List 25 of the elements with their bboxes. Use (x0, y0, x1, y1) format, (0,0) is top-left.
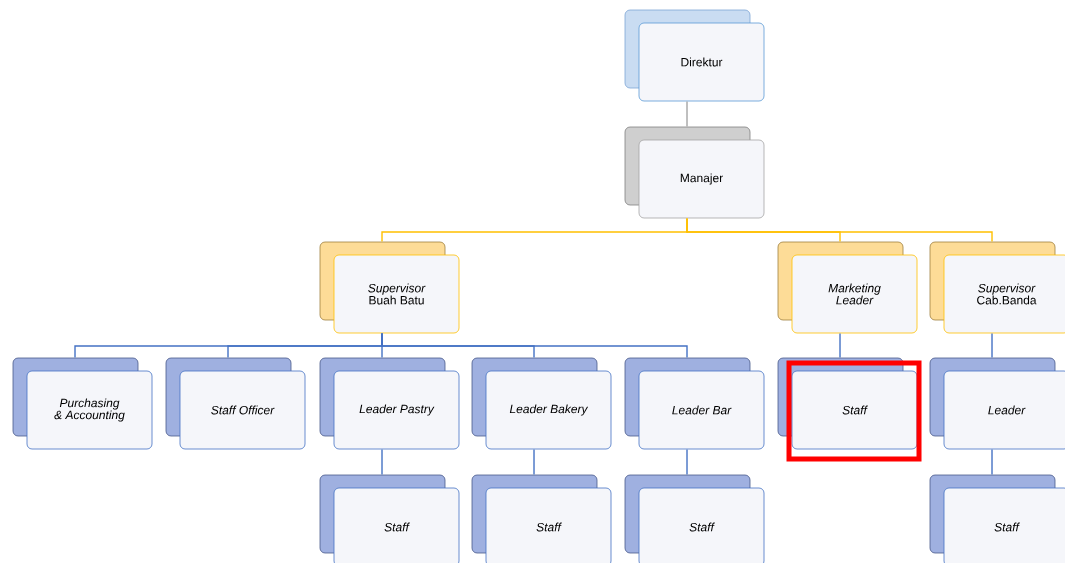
org-chart-box: Leader Bar (624, 357, 765, 450)
org-chart-box: Marketing Leader (777, 241, 918, 334)
connector-line (991, 332, 993, 359)
connector-line (686, 448, 688, 476)
connector-line (839, 332, 841, 359)
org-chart-box: Staff (624, 474, 765, 563)
org-chart-box: Supervisor Buah Batu (319, 241, 460, 334)
org-chart-box: Manajer (624, 126, 765, 219)
connector-line (686, 217, 993, 243)
org-chart-box: Staff Officer (165, 357, 306, 450)
org-chart-box: Leader (929, 357, 1065, 450)
connector-line (381, 448, 383, 476)
org-chart-box: Staff (319, 474, 460, 563)
org-chart-box: Direktur (624, 9, 765, 102)
connector-line (533, 448, 535, 476)
org-chart-box: Staff (471, 474, 612, 563)
connector-line (991, 448, 993, 476)
connector-line (686, 100, 688, 128)
org-chart-box: Staff (777, 357, 918, 450)
org-chart-box: Leader Pastry (319, 357, 460, 450)
connector-line (381, 332, 688, 359)
org-chart-box: Purchasing & Accounting (12, 357, 153, 450)
org-chart-box: Leader Bakery (471, 357, 612, 450)
org-chart-box: Supervisor Cab.Banda (929, 241, 1065, 334)
org-chart-box: Staff (929, 474, 1065, 563)
